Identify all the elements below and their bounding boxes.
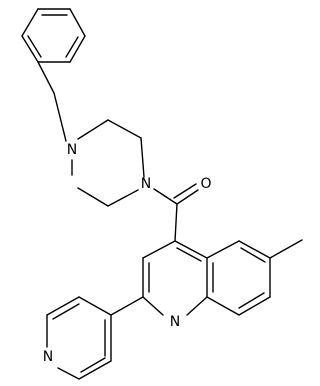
atom-o-carbonyl: O: [200, 176, 211, 192]
atom-n-pyridine: N: [43, 349, 53, 365]
benzyl-ch2-linker: [37, 61, 67, 142]
methyl-bond: [269, 239, 303, 259]
benzyl-phenyl-ring: [21, 8, 86, 63]
atom-n-piperazine-bottom: N: [141, 176, 151, 192]
amide-carbonyl: [153, 183, 199, 242]
quinoline-benzo-ring: [206, 240, 271, 316]
pyridyl-ring: [46, 296, 112, 380]
atom-n-piperazine-top: N: [67, 142, 77, 158]
quinoline-pyridine-ring: [142, 240, 208, 316]
atom-n-quinoline: N: [170, 314, 180, 330]
piperazine-ring: [71, 119, 145, 207]
biaryl-bond: [110, 296, 144, 316]
